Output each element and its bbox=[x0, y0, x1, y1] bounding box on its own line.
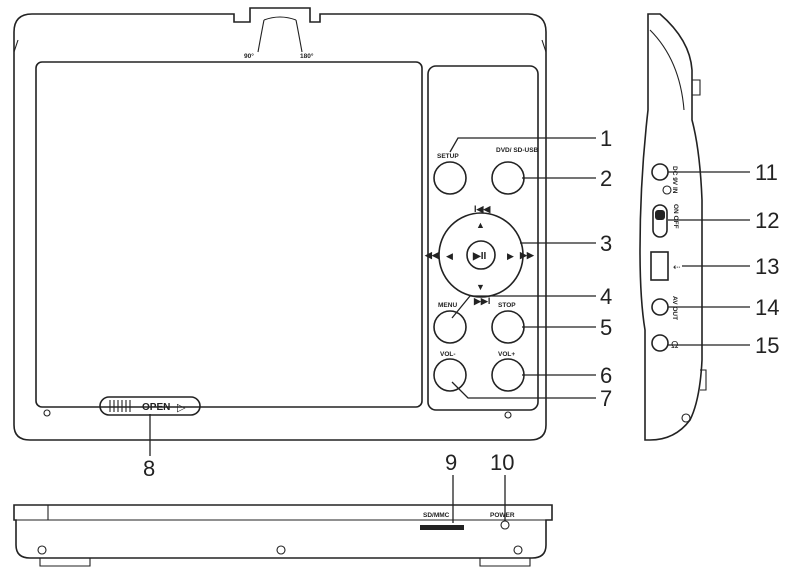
usb-port[interactable] bbox=[650, 251, 669, 281]
nav-down-icon: ▼ bbox=[476, 282, 485, 292]
callout-15: 15 bbox=[755, 333, 779, 358]
callout-numbers: 1 2 3 4 5 6 7 8 9 10 11 12 13 14 15 bbox=[143, 126, 779, 481]
screw-hole-right bbox=[504, 411, 512, 419]
switch-knob bbox=[655, 210, 665, 220]
callout-13: 13 bbox=[755, 254, 779, 279]
callout-2: 2 bbox=[600, 166, 612, 191]
stop-label: STOP bbox=[498, 302, 516, 309]
menu-label: MENU bbox=[438, 302, 457, 309]
rewind-icon: ◀◀ bbox=[424, 250, 440, 260]
play-pause-button[interactable] bbox=[466, 240, 496, 270]
nav-ring[interactable] bbox=[438, 212, 524, 298]
control-panel bbox=[427, 65, 539, 411]
bottom-screw-left bbox=[37, 545, 47, 555]
nav-up-icon: ▲ bbox=[476, 220, 485, 230]
leader-4 bbox=[451, 295, 596, 319]
dvd-source-label: DVD/ SD-USB bbox=[496, 147, 539, 154]
prev-track-icon: I◀◀ bbox=[474, 204, 491, 214]
headphone-jack[interactable] bbox=[651, 334, 669, 352]
callout-7: 7 bbox=[600, 386, 612, 411]
on-off-switch[interactable] bbox=[652, 204, 668, 238]
dc-in-label: DC 9V IN bbox=[671, 166, 678, 194]
power-label: POWER bbox=[490, 512, 515, 519]
bottom-screw-center bbox=[276, 545, 286, 555]
callout-14: 14 bbox=[755, 295, 779, 320]
callout-6: 6 bbox=[600, 363, 612, 388]
bottom-seam bbox=[14, 505, 552, 521]
bottom-feet bbox=[39, 558, 531, 567]
side-foot bbox=[700, 369, 707, 391]
sd-card-label: SD/MMC bbox=[423, 512, 450, 519]
open-arrow-icon: ▷ bbox=[177, 402, 186, 414]
hinge-arc-left bbox=[257, 19, 265, 53]
usb-icon: ⇠ bbox=[673, 262, 681, 272]
side-body-outline bbox=[639, 13, 703, 441]
hinge-angle-90: 90° bbox=[244, 52, 254, 60]
hinge-top bbox=[263, 16, 297, 21]
nav-left-icon: ◀ bbox=[446, 251, 453, 261]
callout-5: 5 bbox=[600, 315, 612, 340]
dc-in-indicator bbox=[662, 185, 672, 195]
on-off-label: ON OFF bbox=[672, 204, 679, 229]
menu-button[interactable] bbox=[433, 310, 467, 344]
bottom-screw-right bbox=[513, 545, 523, 555]
stop-button[interactable] bbox=[491, 310, 525, 344]
fast-forward-icon: ▶▶ bbox=[519, 250, 535, 260]
side-hinge-tab bbox=[692, 79, 701, 96]
bottom-body-outline bbox=[13, 504, 553, 559]
setup-label: SETUP bbox=[437, 153, 459, 160]
callout-4: 4 bbox=[600, 284, 612, 309]
callout-11: 11 bbox=[755, 160, 778, 185]
leader-lines bbox=[149, 137, 750, 523]
nav-right-icon: ▶ bbox=[507, 251, 514, 261]
screen bbox=[35, 61, 423, 408]
leader-7 bbox=[451, 381, 596, 399]
callout-10: 10 bbox=[490, 450, 514, 475]
callout-12: 12 bbox=[755, 208, 779, 233]
dc-in-jack[interactable] bbox=[651, 163, 669, 181]
power-button[interactable] bbox=[500, 520, 510, 530]
body-ear-marks bbox=[13, 39, 547, 53]
callout-1: 1 bbox=[600, 126, 612, 151]
vol-plus-label: VOL+ bbox=[498, 351, 515, 358]
open-latch[interactable]: OPEN ▷ bbox=[99, 396, 201, 416]
dvd-source-button[interactable] bbox=[491, 161, 525, 195]
side-view: DC 9V IN ON OFF ⇠ AV OUT Ω bbox=[639, 13, 707, 441]
play-pause-icon: ▶II bbox=[472, 251, 486, 262]
hinge-arc-right bbox=[295, 19, 303, 53]
av-out-jack[interactable] bbox=[651, 298, 669, 316]
callout-9: 9 bbox=[445, 450, 457, 475]
next-track-icon: ▶▶I bbox=[473, 296, 490, 306]
vol-plus-button[interactable] bbox=[491, 358, 525, 392]
leader-1 bbox=[449, 137, 596, 153]
callout-8: 8 bbox=[143, 456, 155, 481]
open-latch-label: OPEN bbox=[142, 402, 170, 413]
front-body-outline bbox=[13, 7, 547, 441]
vol-minus-label: VOL- bbox=[440, 351, 456, 358]
side-edge-line bbox=[649, 29, 685, 111]
vol-minus-button[interactable] bbox=[433, 358, 467, 392]
front-view: 90° 180° SETUP DVD/ SD-USB ▶II ▲ ▼ ◀ ▶ I… bbox=[13, 7, 547, 441]
screw-hole-left bbox=[43, 409, 51, 417]
sd-card-slot[interactable] bbox=[420, 525, 464, 530]
side-screw bbox=[681, 413, 691, 423]
av-out-label: AV OUT bbox=[671, 296, 678, 320]
hinge-angle-180: 180° bbox=[300, 52, 314, 60]
setup-button[interactable] bbox=[433, 161, 467, 195]
bottom-view: SD/MMC POWER bbox=[13, 504, 553, 567]
callout-3: 3 bbox=[600, 231, 612, 256]
